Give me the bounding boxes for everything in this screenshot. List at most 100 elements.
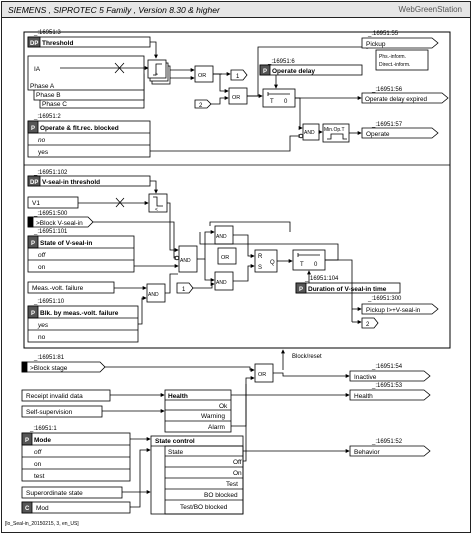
meas-volt-label: Meas.-volt. failure xyxy=(32,285,84,292)
direct-inform-label: Direct.-inform. xyxy=(379,62,410,68)
operate-delay-label: Operate delay xyxy=(272,68,315,75)
phase-a-label: Phase A xyxy=(30,83,55,90)
timer-vseal-zero: 0 xyxy=(314,262,318,268)
state-subblock xyxy=(164,445,244,515)
operate-delay-expired-label: Operate delay expired xyxy=(365,96,427,103)
pickup-label: Pickup xyxy=(366,41,386,48)
v-comparator-lt: < xyxy=(155,207,158,213)
health-block xyxy=(164,389,232,433)
connector-2-in xyxy=(194,99,212,109)
andb-to-rs-wire xyxy=(233,264,255,282)
state-vseal-on: on xyxy=(38,264,46,271)
state-vseal-off: off xyxy=(38,252,46,259)
comparator-a xyxy=(147,59,167,79)
c2-to-or2-wire xyxy=(211,96,229,105)
and-inverter xyxy=(298,133,304,139)
health-block-title: Health xyxy=(168,393,188,400)
v1-label: V1 xyxy=(32,200,40,207)
anda-to-or-wire xyxy=(233,234,255,258)
fltrec-to-and-wire xyxy=(150,134,303,152)
phs-inform-label: Phs.-inform. xyxy=(379,54,406,60)
phase-a-box xyxy=(27,55,145,91)
mode-label: Mode xyxy=(34,437,51,444)
or-gate-1-label: OR xyxy=(198,73,206,79)
sc-test: Test xyxy=(226,481,238,488)
block-reset-label: Block/reset xyxy=(292,354,322,360)
fltrec-no: no xyxy=(38,137,46,144)
p-tag-duration xyxy=(295,282,307,294)
addr-block-vseal: _:16951:500 xyxy=(33,211,68,217)
timer-operate xyxy=(262,88,296,108)
dp-tag-threshold xyxy=(27,36,41,48)
vcmp-to-and-wire xyxy=(167,202,179,252)
mode-off: off xyxy=(34,449,42,456)
header-brand: WebGreenStation xyxy=(398,5,462,14)
pickup-info-box xyxy=(375,49,429,71)
superordinate-label: Superordinate state xyxy=(26,490,83,497)
timer-vseal-t: T xyxy=(300,262,304,268)
p-tag-blk-label: P xyxy=(31,311,35,317)
dp-tag-vseal xyxy=(27,175,41,187)
and-gate-meas-label: AND xyxy=(148,292,159,298)
connector-2-in-label: 2 xyxy=(199,103,203,109)
mod-label: Mod xyxy=(36,505,49,512)
sc-test-bo-blocked: Test/BO blocked xyxy=(180,504,228,511)
inactive-label: Inactive xyxy=(354,374,377,381)
behavior-output xyxy=(349,445,431,457)
block-stage-marker xyxy=(21,361,28,373)
phase-b-label: Phase B xyxy=(36,92,61,99)
threshold-wire xyxy=(150,41,158,59)
addr-operate-fltrec: _:16951:2 xyxy=(33,114,61,120)
c-tag-mod xyxy=(21,501,33,514)
or1-to-or2-wire xyxy=(219,74,229,93)
alarm-to-or-wire xyxy=(231,376,255,427)
addr-mode: _:16951:1 xyxy=(29,426,57,432)
addr-behavior: _:16951:52 xyxy=(371,439,403,445)
connector-1-in-label: 1 xyxy=(182,287,186,293)
p-tag-label: P xyxy=(263,69,267,75)
block-vseal-label: >Block V-seal-in xyxy=(36,220,83,227)
block-stage-wire xyxy=(105,366,255,372)
addr-pickup-vseal: _:16951:300 xyxy=(367,296,402,302)
pickup-output xyxy=(361,37,439,49)
fltrec-yes: yes xyxy=(38,149,49,156)
or-gate-inactive-label: OR xyxy=(258,372,266,378)
sc-on: On xyxy=(233,470,242,477)
and-gate-operate-label: AND xyxy=(304,130,315,136)
addr-block-stage: _:16951:81 xyxy=(33,355,65,361)
and-to-and3-wire xyxy=(204,259,215,282)
c-tag-label: C xyxy=(25,506,30,512)
timer-vseal-glyph xyxy=(297,253,320,257)
pickup-vseal-label: Pickup I>+V-seal-in xyxy=(366,307,421,314)
timer-t-label: T xyxy=(270,99,274,105)
operate-delay-expired-output xyxy=(361,92,449,104)
v-comparator xyxy=(148,193,168,213)
operate-fltrec-label: Operate & flt.rec. blocked xyxy=(40,125,119,132)
operate-fltrec-param xyxy=(27,120,151,158)
v1-cross xyxy=(115,197,125,208)
connector-2-out xyxy=(361,317,379,329)
state-label: State xyxy=(168,449,184,456)
comparator-gt: > xyxy=(155,72,158,78)
p-tag-operate-delay xyxy=(259,64,271,76)
comparator-curve xyxy=(153,63,162,76)
v1-box xyxy=(27,196,79,209)
dp-tag-label: DP xyxy=(30,41,38,47)
or-gate-vseal-label: OR xyxy=(221,255,229,261)
blk-meas-wire xyxy=(138,296,147,325)
min-op-t-label: Min.Op.T xyxy=(324,127,345,133)
duration-vseal-label: Duration of V-seal-in time xyxy=(308,286,387,293)
header-title: SIEMENS , SIPROTEC 5 Family , Version 8.… xyxy=(8,5,220,15)
mod-wire xyxy=(130,448,151,508)
c1-to-andb-wire xyxy=(193,282,215,289)
phase-c-label: Phase C xyxy=(42,101,67,108)
health-output-label: Health xyxy=(354,393,373,400)
timer-to-and-wire xyxy=(295,97,303,130)
addr-health: _:16951:53 xyxy=(371,383,403,389)
receipt-invalid-box xyxy=(21,389,111,402)
and-gate-b-label: AND xyxy=(216,280,227,286)
or-to-inactive-wire xyxy=(273,372,350,378)
connector-1-label: 1 xyxy=(236,74,240,80)
self-supervision-label: Self-supervision xyxy=(26,409,73,416)
